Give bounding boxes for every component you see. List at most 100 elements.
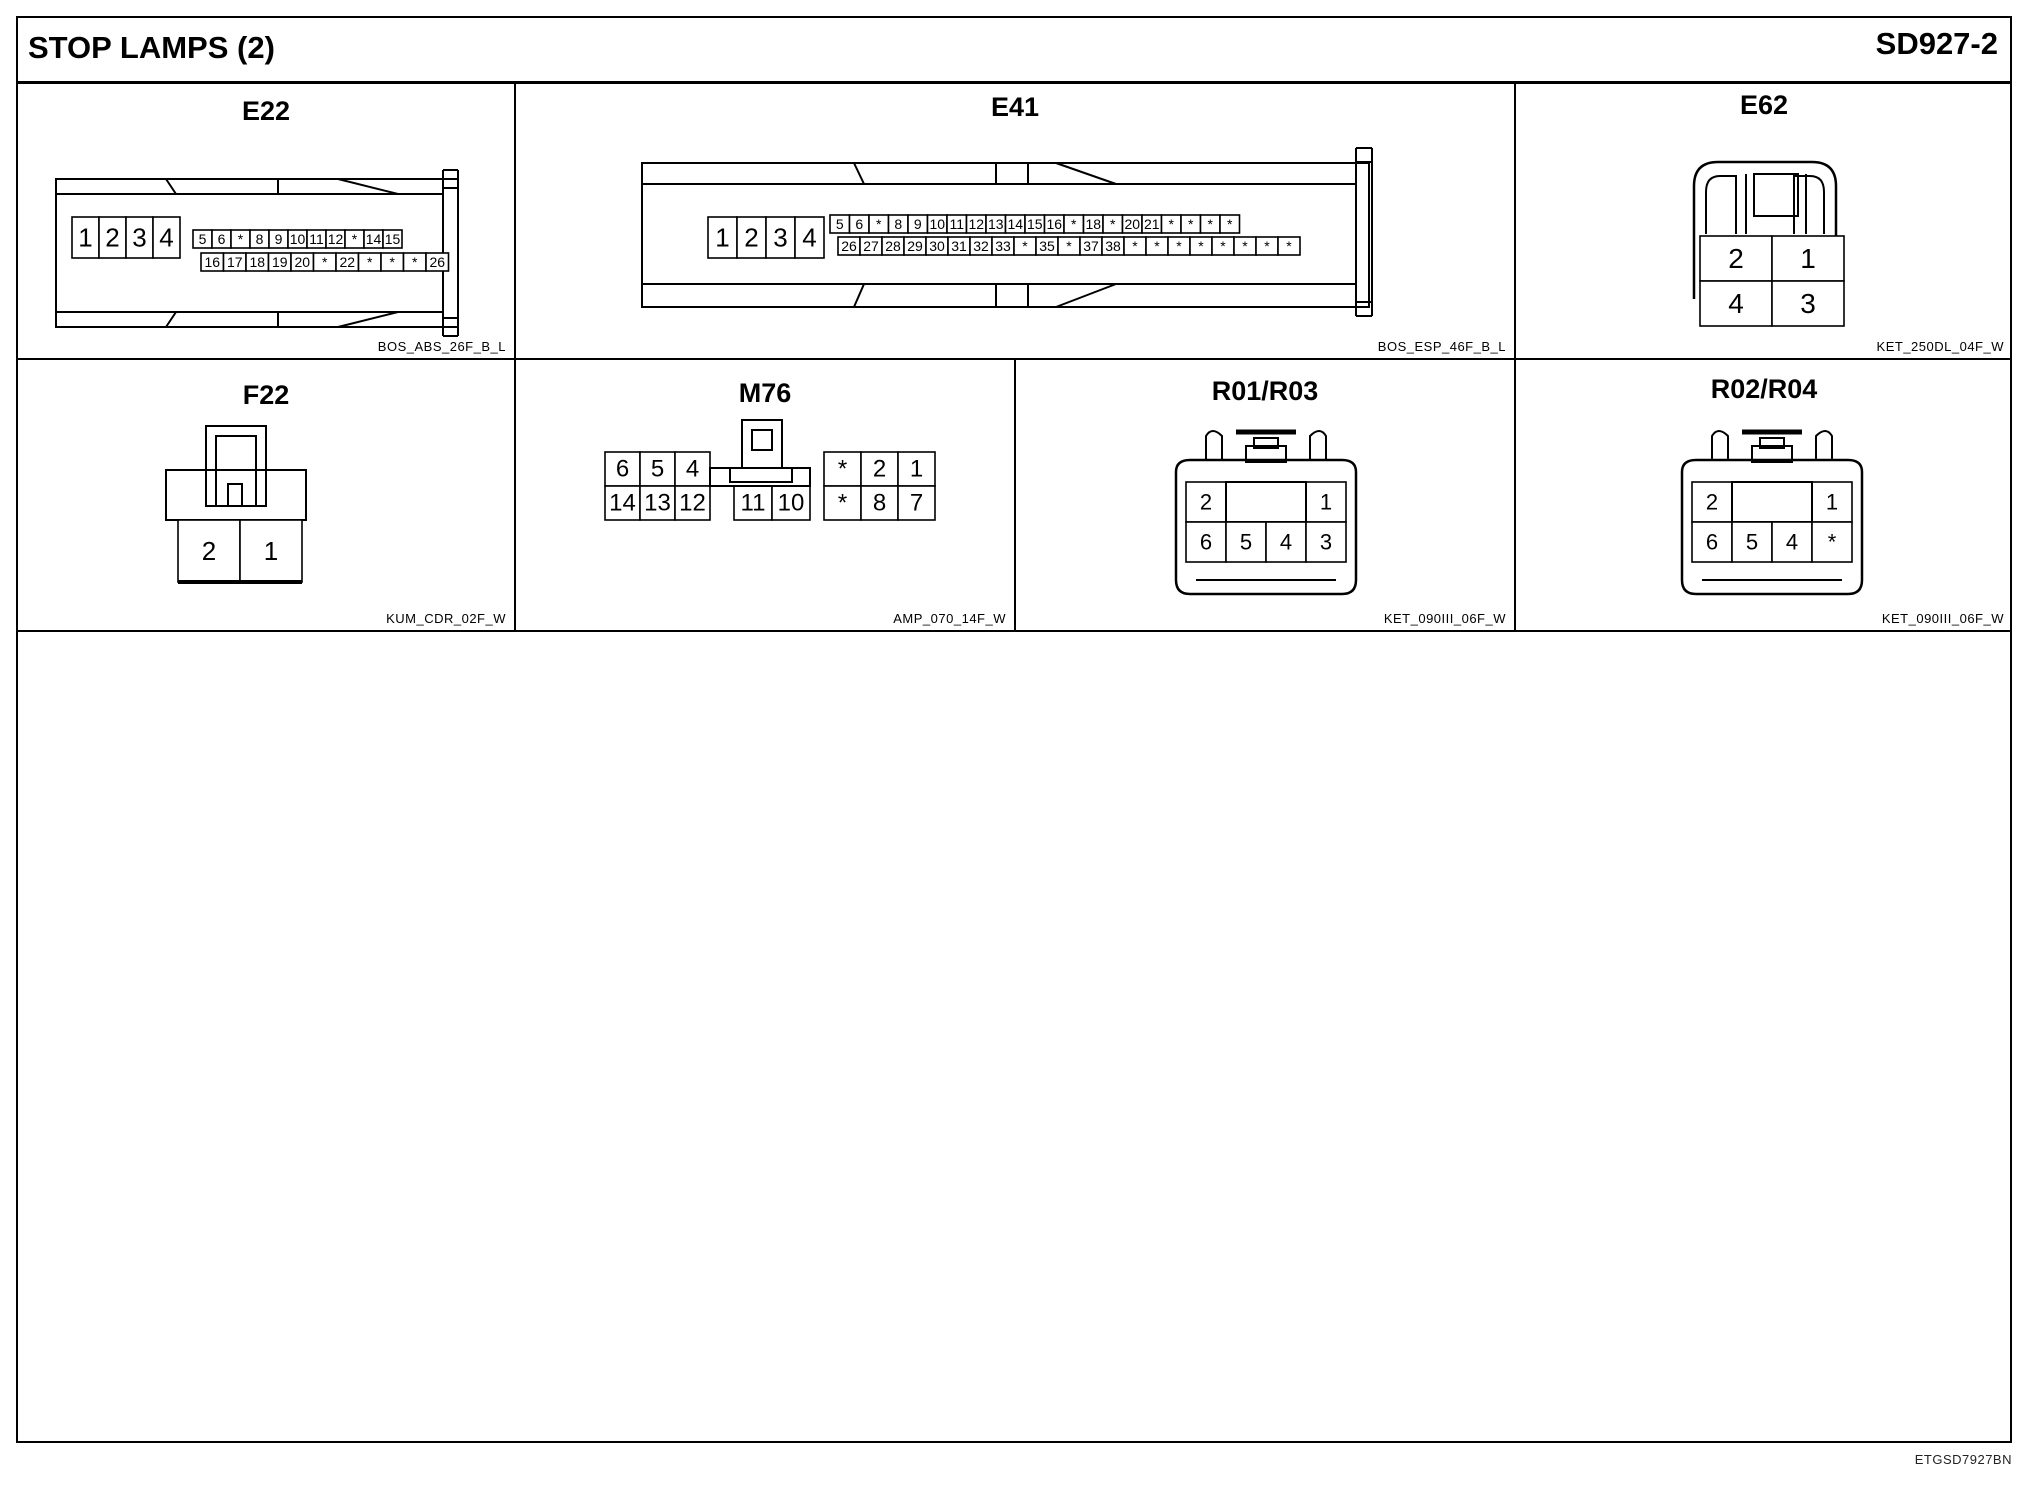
pin-label: * xyxy=(838,456,847,483)
pin-label: 35 xyxy=(1039,238,1055,254)
pin-label: * xyxy=(1208,216,1214,232)
connector-pin: 31 xyxy=(947,236,971,256)
pin-label: 1 xyxy=(264,536,278,566)
connector-pin: * xyxy=(357,252,382,272)
connector-pin: 4 xyxy=(152,216,181,259)
connector-outline xyxy=(1711,430,1729,460)
pin-cavity xyxy=(639,485,676,521)
connector-pin: 2 xyxy=(1691,481,1733,523)
pin-label: * xyxy=(1110,216,1116,232)
connector-pin: 2 xyxy=(98,216,127,259)
pin-label: 18 xyxy=(249,254,265,270)
pin-label: * xyxy=(1071,216,1077,232)
pin-label: * xyxy=(1188,216,1194,232)
connector-pin: 8 xyxy=(860,485,899,521)
pin-cavity xyxy=(897,485,936,521)
connector-pin: 5 xyxy=(192,229,213,249)
pin-cavity xyxy=(771,485,811,521)
pin-label: 8 xyxy=(256,231,264,247)
pin-label: * xyxy=(322,254,328,270)
pin-label: 7 xyxy=(910,490,923,517)
connector-outline xyxy=(1055,162,1117,185)
pin-cavity xyxy=(1731,521,1773,563)
pin-label: 11 xyxy=(309,231,324,247)
connector-pin: 1 xyxy=(1305,481,1347,523)
connector-pin: 27 xyxy=(859,236,883,256)
pin-label: * xyxy=(1132,238,1138,254)
pin-label: * xyxy=(367,254,373,270)
connector-pin: * xyxy=(1189,236,1213,256)
pin-label: 5 xyxy=(1746,530,1758,555)
connector-e22-title: E22 xyxy=(241,96,291,126)
connector-pin: 1 xyxy=(897,451,936,487)
page-id: SD927-2 xyxy=(1875,26,1998,61)
connector-pin: 38 xyxy=(1101,236,1125,256)
connector-pin: * xyxy=(1255,236,1279,256)
connector-pin: 12 xyxy=(965,214,987,234)
pin-label: * xyxy=(838,490,847,517)
connector-pin: * xyxy=(1199,214,1221,234)
connector-r01-r03-title: R01/R03 xyxy=(1211,376,1319,406)
pin-label: 33 xyxy=(995,238,1011,254)
pin-cavity xyxy=(98,216,127,259)
connector-pin: 2 xyxy=(1185,481,1227,523)
pin-label: 12 xyxy=(968,216,984,232)
connector-pin: 14 xyxy=(604,485,641,521)
connector-outline xyxy=(1309,430,1327,460)
pin-label: 22 xyxy=(339,254,355,270)
connector-pin: 26 xyxy=(425,252,450,272)
connector-pin: 3 xyxy=(1305,521,1347,563)
connector-outline xyxy=(1753,173,1799,217)
connector-pin: * xyxy=(1160,214,1182,234)
pin-cavity xyxy=(707,216,738,259)
connector-pin: * xyxy=(1233,236,1257,256)
pin-cavity xyxy=(674,485,711,521)
pin-label: 5 xyxy=(651,456,664,483)
pin-label: 10 xyxy=(290,231,306,247)
connector-m76-title: M76 xyxy=(738,378,792,408)
pin-label: 16 xyxy=(204,254,220,270)
pin-label: * xyxy=(1828,530,1837,555)
connector-pin: 12 xyxy=(674,485,711,521)
connector-pin: 4 xyxy=(1265,521,1307,563)
connector-pin: * xyxy=(823,485,862,521)
pin-label: 1 xyxy=(1826,490,1838,515)
connector-pin: 18 xyxy=(245,252,270,272)
pin-cavity xyxy=(1225,521,1267,563)
pin-cavity xyxy=(1185,521,1227,563)
connector-pin: * xyxy=(344,229,365,249)
connector-pin: 5 xyxy=(1225,521,1267,563)
connector-pin: 8 xyxy=(249,229,270,249)
connector-pin: 20 xyxy=(290,252,315,272)
pin-label: 13 xyxy=(988,216,1004,232)
pin-label: 2 xyxy=(1728,243,1744,274)
pin-cavity xyxy=(239,519,303,583)
pin-label: 18 xyxy=(1085,216,1101,232)
connector-pin: 30 xyxy=(925,236,949,256)
connector-e62-title: E62 xyxy=(1739,90,1789,120)
pin-label: * xyxy=(1286,238,1292,254)
pin-label: 26 xyxy=(841,238,857,254)
pin-label: 2 xyxy=(744,223,758,253)
connector-pin: 6 xyxy=(211,229,232,249)
connector-outline xyxy=(1759,437,1785,449)
connector-pin: * xyxy=(1211,236,1235,256)
connector-pin: 37 xyxy=(1079,236,1103,256)
connector-outline xyxy=(1692,160,1838,299)
connector-pin: 5 xyxy=(829,214,851,234)
connector-pin: * xyxy=(1219,214,1241,234)
connector-pin: 4 xyxy=(1771,521,1813,563)
connector-pin: 1 xyxy=(71,216,100,259)
connector-outline xyxy=(165,469,307,521)
pin-label: * xyxy=(238,231,244,247)
pin-label: 20 xyxy=(1124,216,1140,232)
footer-code: ETGSD7927BN xyxy=(1914,1452,2012,1467)
